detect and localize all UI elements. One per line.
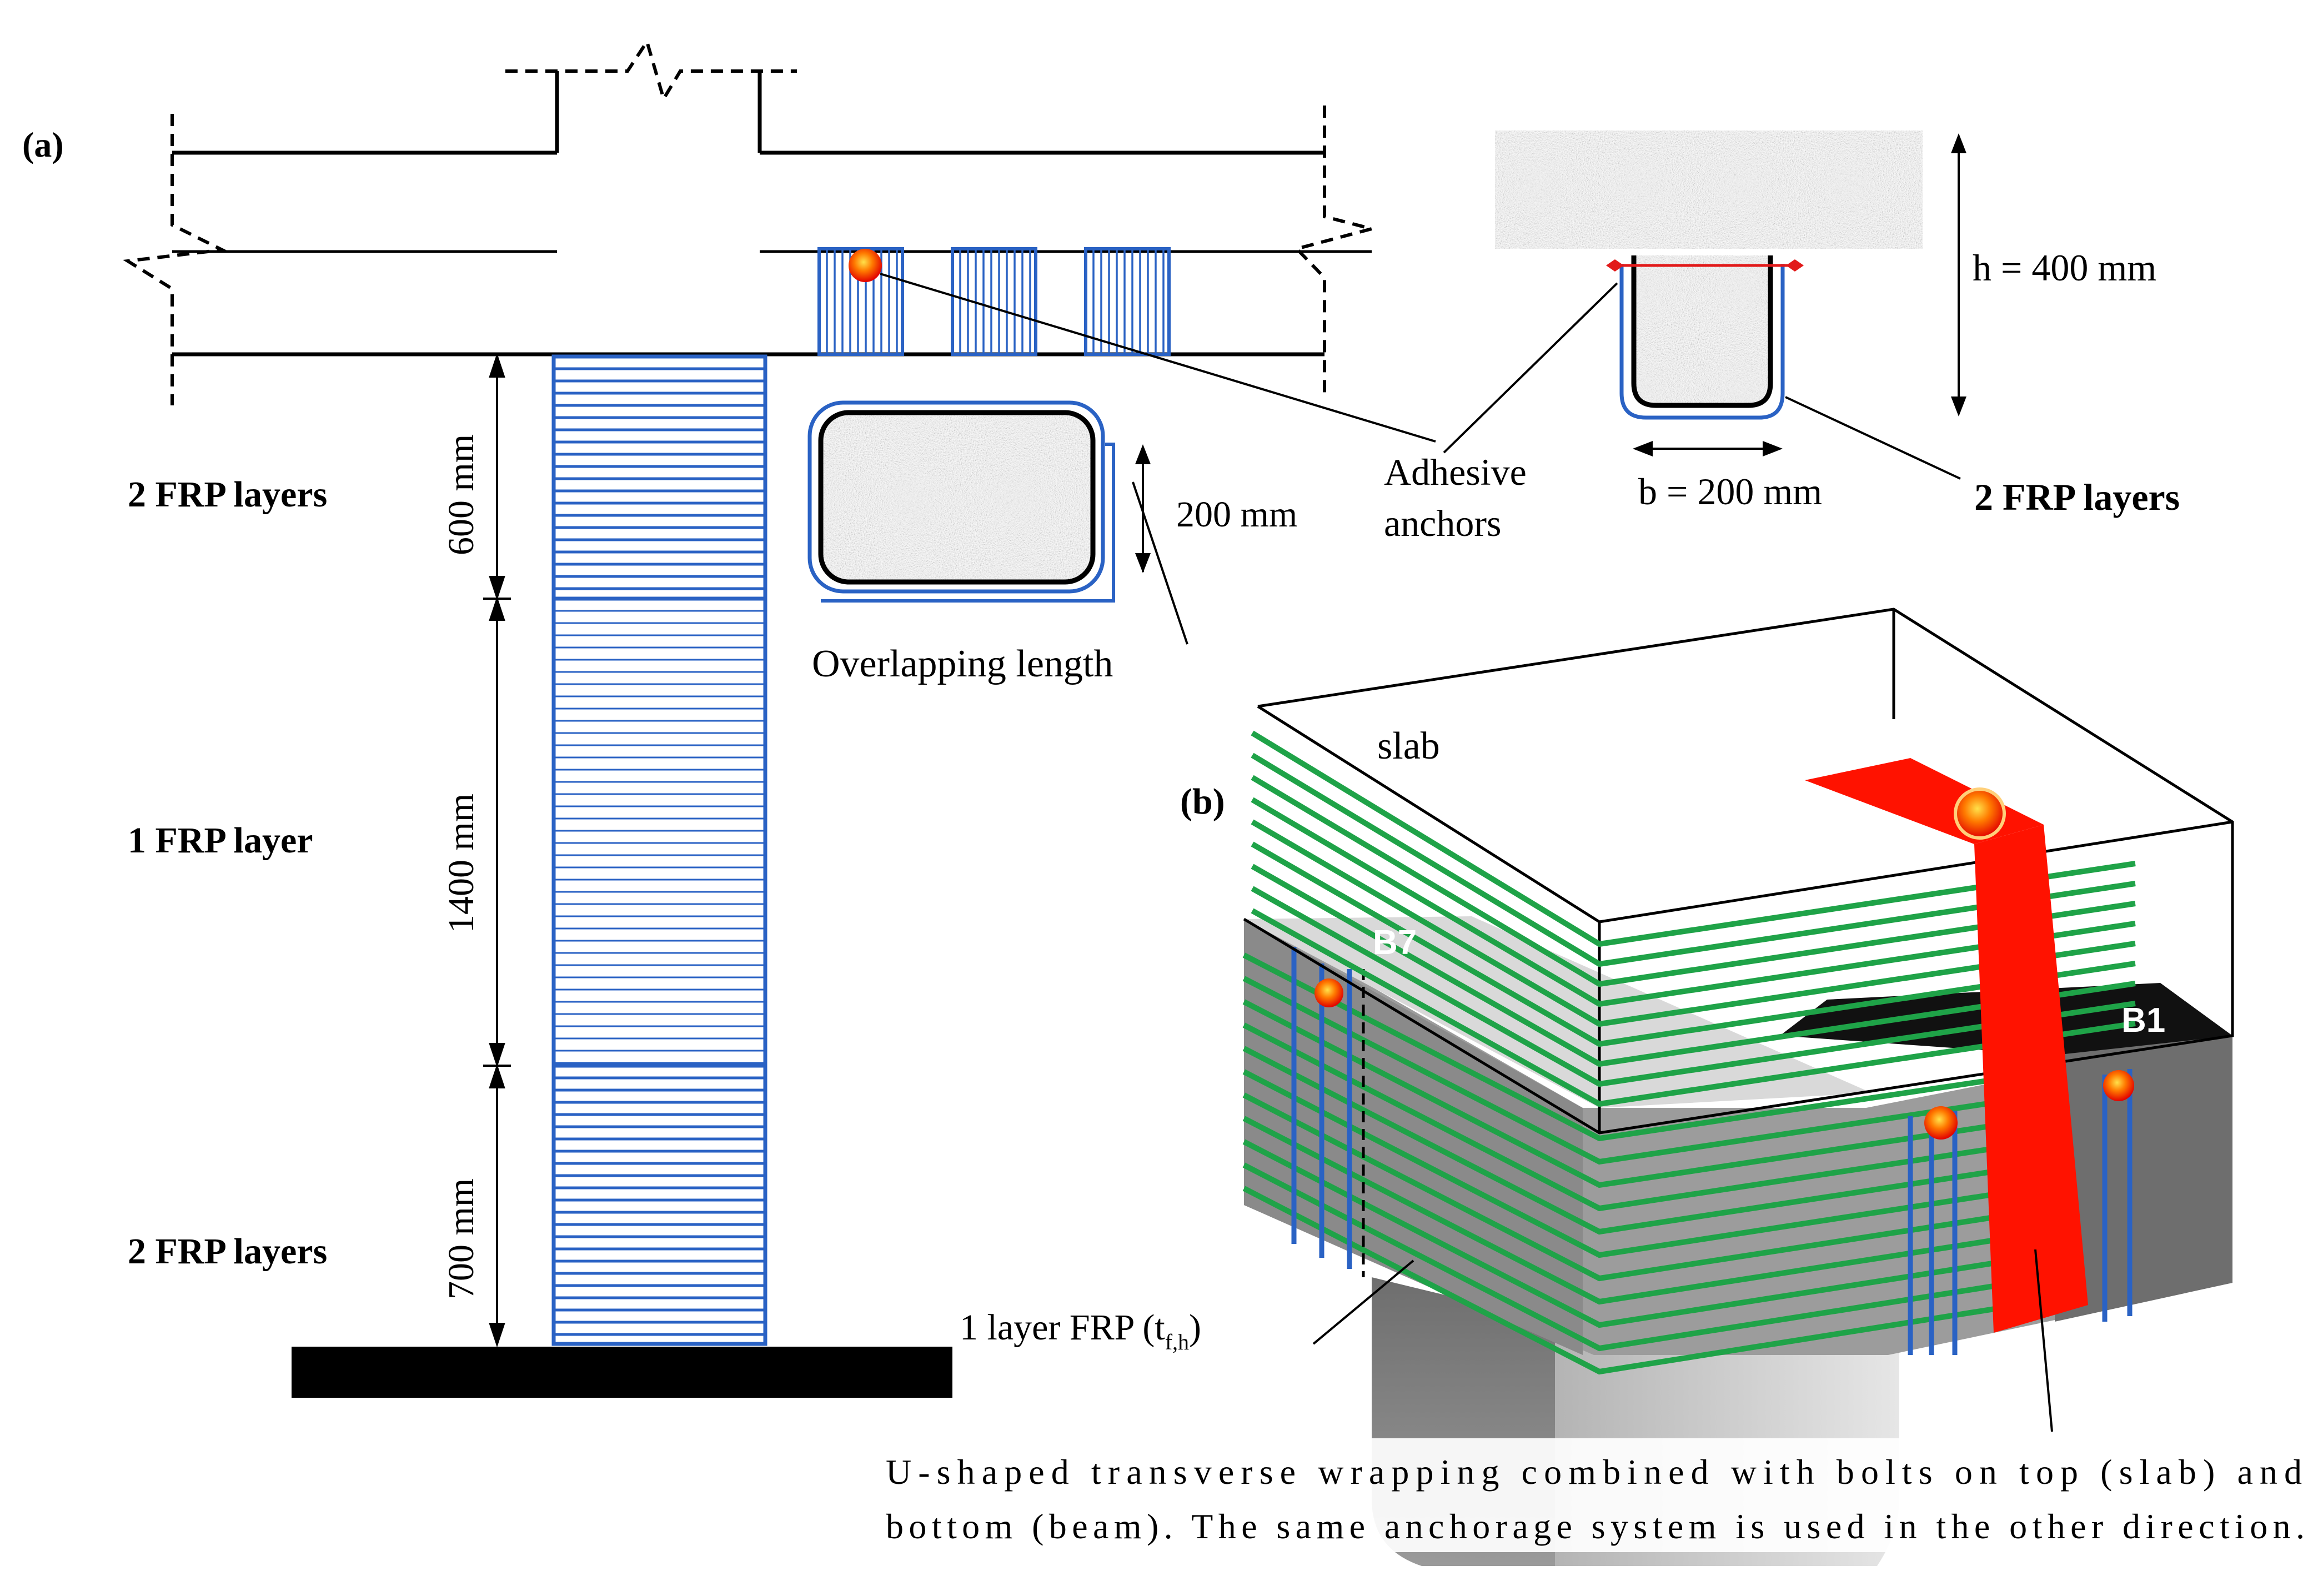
overlap-length-caption: Overlapping length — [812, 643, 1113, 685]
slab-frp-green — [1251, 730, 2136, 1107]
column-cross-section — [807, 400, 1188, 645]
beam-label-b1: B1 — [2121, 1001, 2165, 1040]
slab-frp-green-line — [1251, 841, 2136, 1047]
column-zone-outline — [551, 1063, 767, 1346]
anchor-caption-line1: Adhesive — [1384, 451, 1527, 493]
overlap-length-value: 200 mm — [1176, 494, 1297, 535]
anchorage-note-line1: U-shaped transverse wrapping combined wi… — [886, 1452, 2302, 1492]
column-dimension-line — [483, 353, 511, 1348]
slab-frp-green-line — [1251, 886, 2136, 1087]
slab-frp-green-line — [1251, 752, 2136, 967]
column-frp-jacket — [551, 354, 767, 1346]
beam-frp-blue-uwraps — [1291, 947, 2133, 1355]
beam-u-wrap-outline — [951, 247, 1037, 356]
beam-elevation — [123, 106, 1378, 405]
panel-b-label: (b) — [1180, 781, 1225, 822]
beam-layers-label: 2 FRP layers — [1974, 476, 2180, 518]
beam-width-label: b = 200 mm — [1638, 470, 1822, 513]
slab-label: slab — [1377, 725, 1440, 767]
adhesive-anchor-bolt — [849, 249, 882, 282]
slab-frp-green-line — [1251, 775, 2136, 987]
beam-u-wrap-outline — [817, 247, 904, 356]
note-background — [880, 1438, 2307, 1552]
zone-length-top: 600 mm — [441, 434, 481, 555]
beam-bolt-right — [2103, 1070, 2134, 1101]
beam-bolt-middle — [1924, 1106, 1958, 1140]
beam-frp-green-line — [1242, 952, 2066, 1142]
panel-b: (b) — [880, 608, 2307, 1566]
slab-frp-green-line — [1251, 908, 2136, 1107]
beam-frp-green-line — [1242, 976, 2066, 1165]
foundation-block — [292, 1347, 952, 1398]
red-anchor-strip — [1805, 758, 2088, 1333]
frp-layer-label: 1 layer FRP (tf,h) — [960, 1307, 1201, 1354]
zone-layers-top: 2 FRP layers — [128, 474, 327, 515]
beam-bolt-left — [1314, 978, 1343, 1007]
frp-label-leader — [1312, 1259, 1414, 1345]
beam-label-b7: B7 — [1373, 924, 1417, 962]
zone-length-bottom: 700 mm — [441, 1178, 481, 1299]
beam-u-wrap-outline — [1084, 247, 1171, 356]
slab-frp-green-line — [1251, 819, 2136, 1027]
adhesive-anchor-leader — [880, 273, 1436, 443]
slab-frp-green-line — [1251, 797, 2136, 1007]
strip-label-leader — [2034, 1249, 2053, 1432]
beam-height-label: h = 400 mm — [1973, 247, 2156, 289]
zone-layers-bottom: 2 FRP layers — [128, 1231, 327, 1272]
slab-frp-green-line — [1251, 864, 2136, 1067]
anchorage-note-line2: bottom (beam). The same anchorage system… — [886, 1507, 2305, 1546]
column-zone-outline — [551, 596, 767, 1068]
beam-t-section — [1443, 131, 1966, 480]
beam-u-wraps — [817, 247, 1171, 356]
slab-top-bolt — [1954, 787, 2006, 840]
slab-frp-green-line — [1251, 730, 2136, 947]
panel-a-label: (a) — [22, 125, 64, 164]
zone-layers-middle: 1 FRP layer — [128, 820, 313, 861]
zone-length-middle: 1400 mm — [441, 794, 481, 933]
anchor-caption-line2: anchors — [1384, 502, 1501, 544]
upper-column-stub — [505, 37, 797, 153]
panel-a: (a) — [22, 37, 2180, 1398]
